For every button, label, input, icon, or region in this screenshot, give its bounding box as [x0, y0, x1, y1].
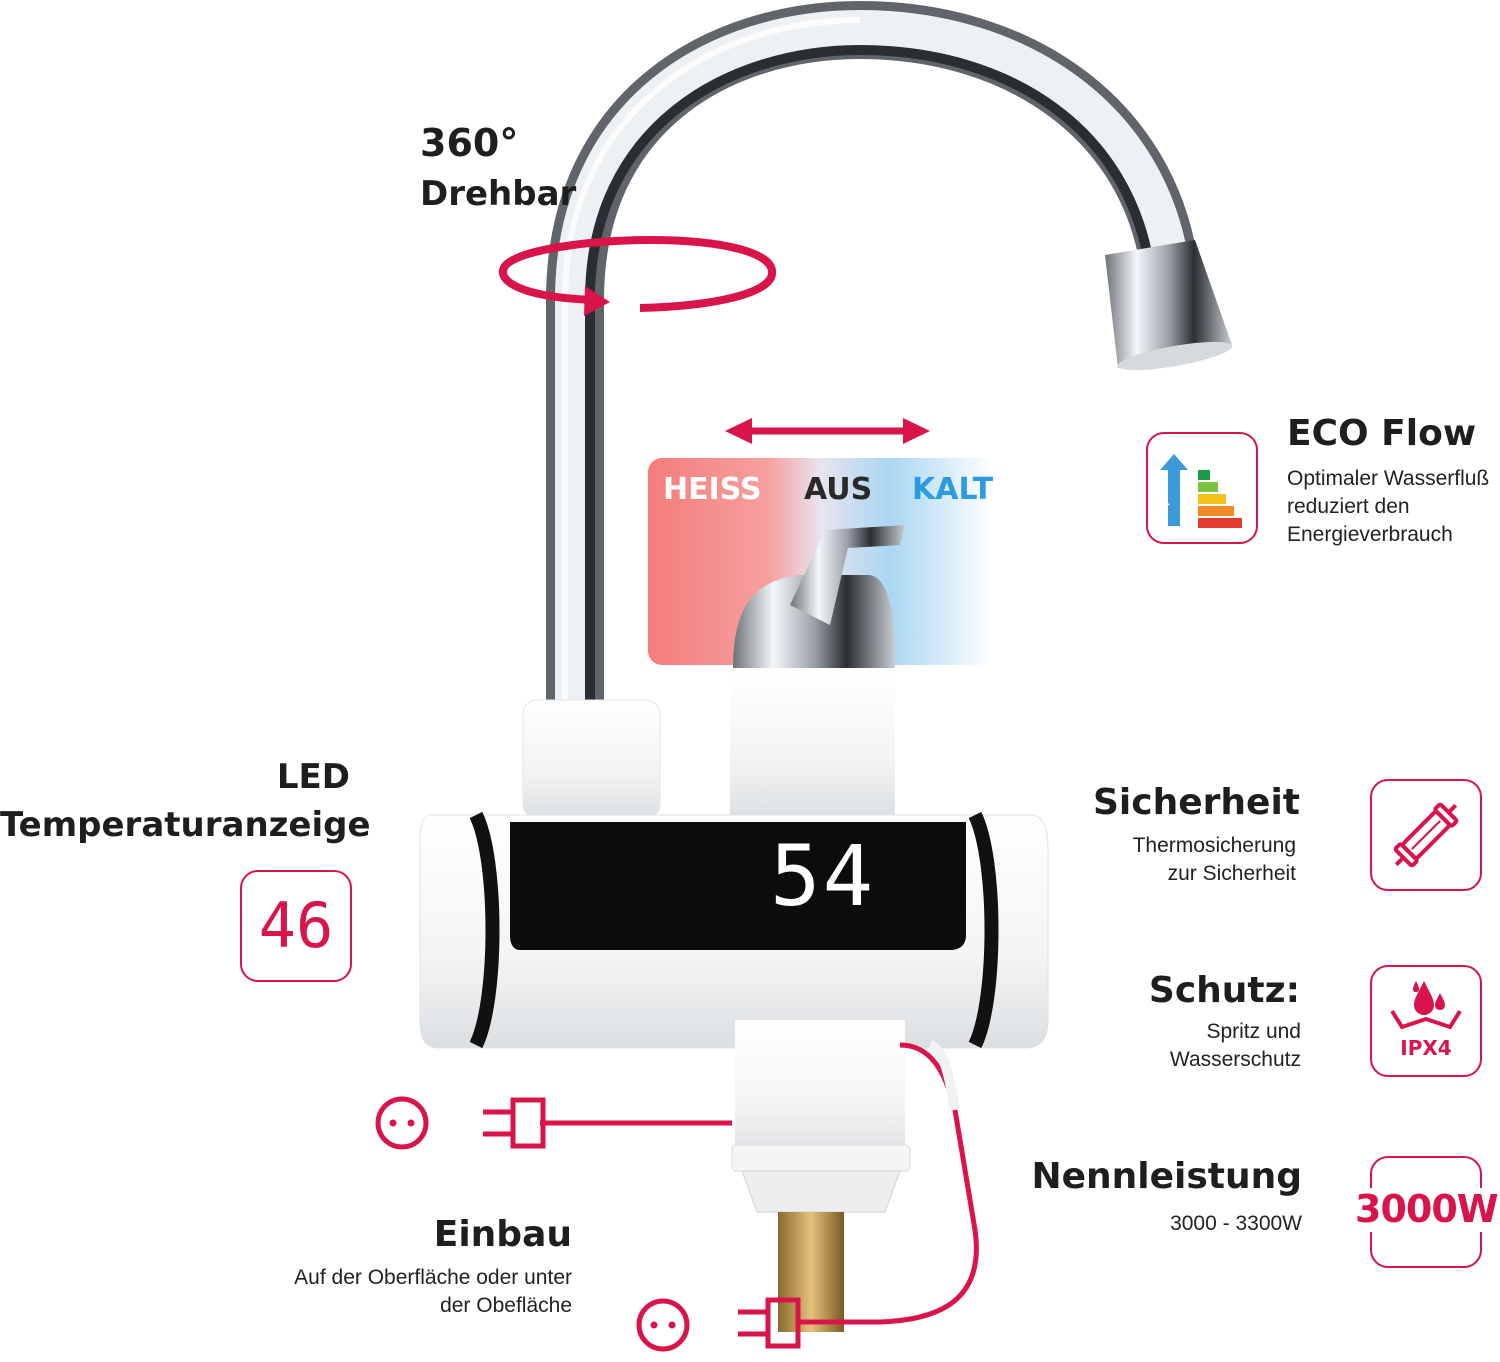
led-temperature-icon-box: 46 — [240, 870, 352, 982]
eco-flow-line-1: Optimaler Wasserfluß — [1287, 467, 1490, 490]
protection-icon-box: IPX4 — [1370, 965, 1482, 1077]
protection-badge: IPX4 — [1400, 1036, 1452, 1060]
water-drops-icon — [1390, 981, 1462, 1030]
mixer-cold-label: KALT — [912, 472, 994, 507]
power-badge: 3000W — [1355, 1187, 1499, 1232]
install-line-1: Auf der Oberfläche oder unter — [294, 1266, 572, 1289]
power-title: Nennleistung — [1031, 1156, 1302, 1197]
eco-flow-title: ECO Flow — [1287, 413, 1477, 454]
eco-flow-line-2: reduziert den — [1287, 495, 1410, 518]
mixer-off-label: AUS — [804, 472, 873, 507]
led-title-line2: Temperaturanzeige — [0, 805, 371, 845]
protection-line-2: Wasserschutz — [1169, 1048, 1301, 1071]
rotation-label-line2: Drehbar — [420, 174, 577, 214]
eco-flow-icon-label: l/min — [1156, 470, 1172, 510]
safety-icon-box — [1370, 779, 1482, 891]
install-title: Einbau — [433, 1214, 572, 1255]
safety-line-1: Thermosicherung — [1132, 834, 1296, 857]
energy-efficiency-icon — [1160, 454, 1242, 528]
install-line-2: der Obefläche — [440, 1294, 572, 1317]
led-temperature-icon-value: 46 — [258, 889, 334, 962]
fuse-icon — [1393, 802, 1459, 868]
power-range: 3000 - 3300W — [1170, 1212, 1302, 1235]
rotation-label-line1: 360° — [420, 121, 519, 165]
eco-flow-line-3: Energieverbrauch — [1287, 523, 1453, 546]
eco-flow-icon-box: l/min — [1146, 432, 1258, 544]
faucet-led-display: 54 — [770, 827, 876, 925]
protection-title: Schutz: — [1148, 970, 1300, 1011]
safety-title: Sicherheit — [1093, 782, 1300, 823]
led-title-line1: LED — [276, 757, 350, 797]
safety-line-2: zur Sicherheit — [1167, 862, 1296, 885]
mixer-hot-label: HEISS — [663, 472, 762, 507]
protection-line-1: Spritz und — [1206, 1020, 1301, 1043]
